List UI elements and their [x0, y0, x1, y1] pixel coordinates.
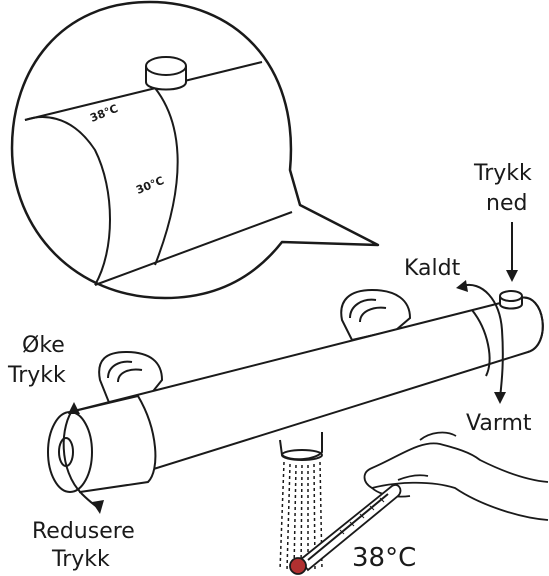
zoom-push-button-icon — [145, 56, 187, 91]
cold-hot-rotate-arrow — [461, 283, 504, 399]
right-end-cap — [519, 296, 544, 353]
cold-label: Kaldt — [404, 256, 461, 281]
hand-icon — [363, 442, 549, 521]
hot-label: Varmt — [466, 411, 532, 436]
right-handle-seam — [471, 309, 491, 377]
push-button-icon — [499, 290, 523, 310]
reduce-pressure-label-line1: Redusere — [32, 519, 135, 544]
reduce-pressure-label-line2: Trykk — [51, 547, 110, 572]
increase-pressure-label-line2: Trykk — [7, 363, 66, 388]
test-temperature-label: 38°C — [352, 543, 416, 573]
thermometer-bulb-icon — [289, 557, 307, 575]
hand-with-thermometer — [289, 431, 549, 575]
shower-outlet-icon — [279, 432, 323, 461]
right-connector-icon — [340, 288, 412, 342]
zoom-dial-body — [24, 61, 293, 286]
thermometer-icon — [289, 484, 402, 575]
arrows — [62, 222, 518, 514]
left-handle-face — [47, 411, 93, 493]
left-handle — [69, 394, 157, 493]
press-down-label-line2: ned — [486, 191, 527, 216]
zoom-callout-outline — [10, 0, 380, 300]
press-down-label-line1: Trykk — [473, 161, 532, 186]
labels: Trykk ned Kaldt Varmt Øke Trykk Redusere… — [7, 161, 532, 573]
mixer-valve — [47, 288, 544, 494]
increase-pressure-label-line1: Øke — [22, 333, 65, 358]
zoom-callout: 38°C 30°C — [10, 0, 380, 300]
